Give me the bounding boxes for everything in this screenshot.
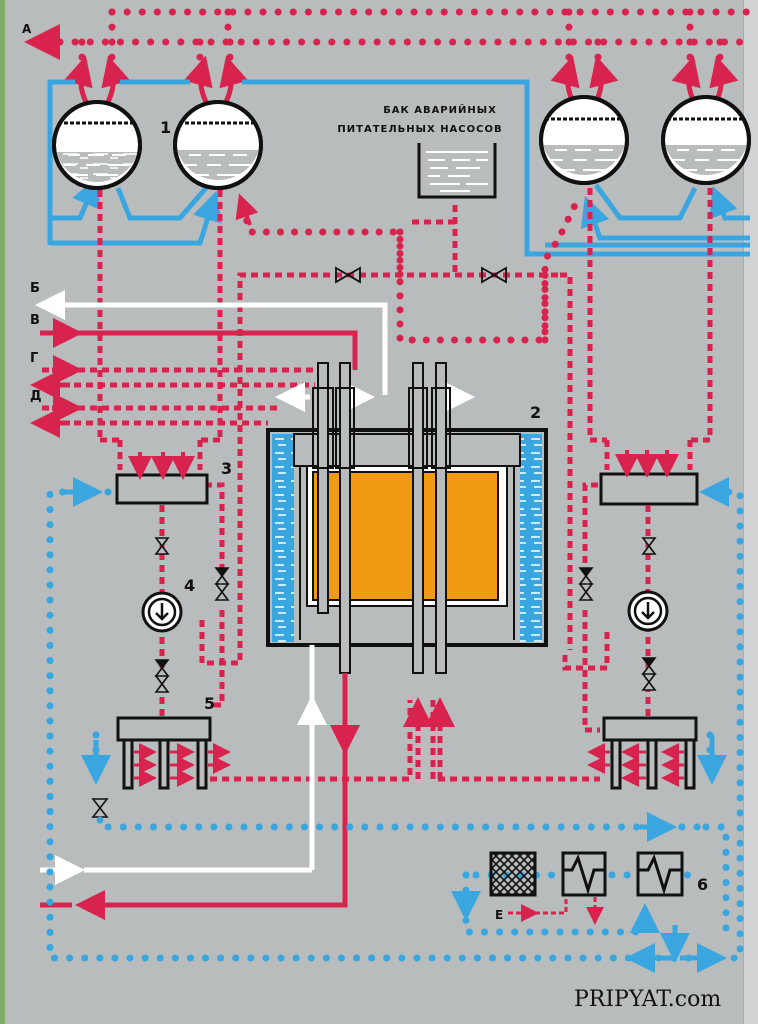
isolation-valves <box>335 266 507 284</box>
number-6: 6 <box>697 875 708 894</box>
drum-steam-outlets <box>63 55 739 104</box>
valve-left <box>335 266 361 284</box>
header-outlet-arrows <box>134 743 684 787</box>
filter-icon <box>489 851 537 897</box>
line-B-white <box>35 290 388 395</box>
label-E: Е <box>495 908 503 922</box>
suction-header-left <box>115 473 209 505</box>
watermark: PRIPYAT.com <box>574 987 721 1012</box>
label-D: Д <box>30 389 42 404</box>
label-G: Г <box>30 351 38 366</box>
number-1: 1 <box>160 118 171 137</box>
pressure-header-right <box>602 716 698 790</box>
reactor-core <box>266 428 548 647</box>
lines-G-D <box>50 367 315 426</box>
downcomer-lines <box>97 188 713 782</box>
number-2: 2 <box>530 403 541 422</box>
label-A: А <box>22 22 32 36</box>
line-E-red <box>508 897 604 925</box>
main-circulation-pump-right <box>627 590 669 632</box>
fuel-channels <box>312 362 451 674</box>
pressure-header-left <box>116 716 212 790</box>
tank-title-line-1: БАК АВАРИЙНЫХ <box>383 103 497 116</box>
suction-header-right <box>599 472 699 506</box>
steam-lines-top <box>56 8 754 64</box>
drum-water-marks <box>64 149 739 184</box>
feedwater-lines-top <box>47 79 750 257</box>
number-3: 3 <box>221 459 232 478</box>
arrow-to-drum-1b <box>235 193 259 226</box>
feedwater-arrows <box>62 477 730 973</box>
header-inlet-arrows <box>128 450 679 480</box>
emergency-feed-dotted <box>239 191 584 344</box>
page-left-edge <box>0 0 5 1024</box>
number-4: 4 <box>184 576 195 595</box>
tank-title-line-2: ПИТАТЕЛЬНЫХ НАСОСОВ <box>337 124 502 135</box>
heat-exchanger-2 <box>636 851 684 897</box>
drum-separator-1b <box>173 100 263 190</box>
valve-right <box>481 266 507 284</box>
main-circulation-pump-left <box>141 591 183 633</box>
number-5: 5 <box>204 694 215 713</box>
heat-exchanger-1 <box>561 851 607 897</box>
line-V <box>76 330 358 370</box>
label-V: В <box>30 313 40 328</box>
label-B: Б <box>30 281 40 296</box>
emergency-feed-tank <box>417 143 497 199</box>
gate-valves <box>91 537 657 818</box>
